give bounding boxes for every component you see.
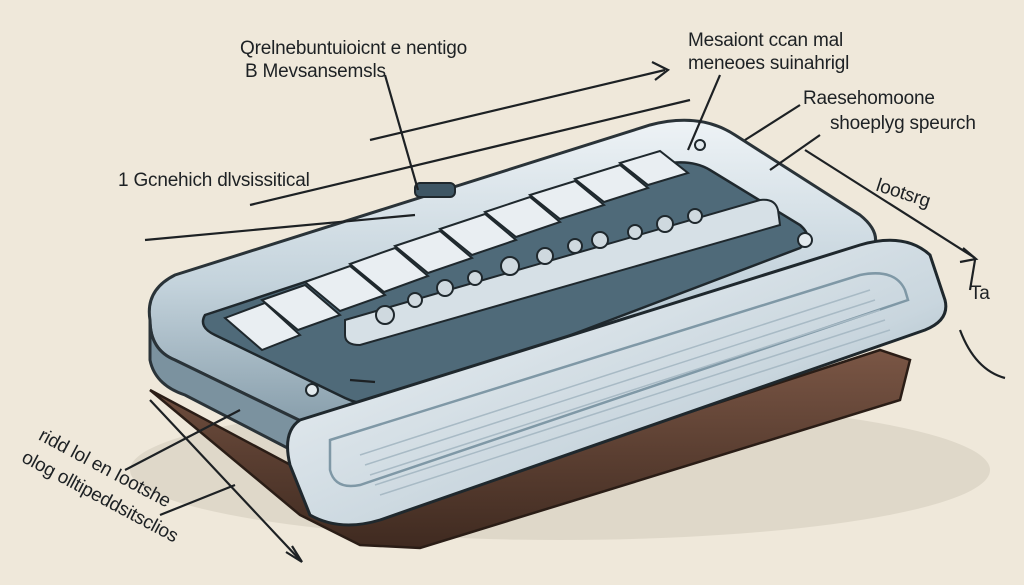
key xyxy=(527,179,607,221)
key xyxy=(482,195,563,239)
key xyxy=(303,264,387,313)
leader-line xyxy=(369,68,666,142)
top-left-label-line2: B Mevsansemsls xyxy=(245,61,386,82)
screw xyxy=(305,383,319,397)
knob xyxy=(407,292,423,308)
leader-line xyxy=(349,378,376,384)
annotation-lines xyxy=(124,61,1006,563)
cover-inner-edge xyxy=(328,272,910,488)
key xyxy=(348,246,430,294)
knob xyxy=(656,215,674,233)
key xyxy=(392,229,474,275)
leader-line xyxy=(686,74,722,151)
screw xyxy=(694,139,706,151)
top-right-label-line1: Mesaiont ccan mal xyxy=(688,30,844,51)
key xyxy=(260,283,342,332)
knob xyxy=(467,270,483,286)
knob xyxy=(567,238,583,254)
cover-texture xyxy=(359,289,891,496)
knob xyxy=(591,231,609,249)
mid-right-label-line1: Raesehomoone xyxy=(803,88,935,109)
knob xyxy=(536,247,554,265)
key xyxy=(572,163,651,204)
leader-line xyxy=(144,213,416,242)
key xyxy=(617,149,691,187)
leader-line xyxy=(383,74,420,191)
key xyxy=(223,301,302,352)
knobs xyxy=(375,208,703,325)
top-right-label-line2: meneoes suinahrigl xyxy=(688,53,850,74)
knob xyxy=(500,256,520,276)
indicator-slot xyxy=(414,182,456,198)
knob xyxy=(687,208,703,224)
screw xyxy=(797,232,813,248)
keys xyxy=(223,149,691,352)
control-rail xyxy=(344,198,782,347)
mid-right-label-line2: shoeplyg speurch xyxy=(830,113,976,134)
arrow-head xyxy=(959,247,979,264)
knob xyxy=(627,224,643,240)
leader-line xyxy=(744,104,801,141)
left-middle-label: 1 Gcnehich dlvsissitical xyxy=(118,170,310,191)
leader-line xyxy=(958,329,1006,380)
key xyxy=(437,212,519,257)
dimension-line xyxy=(804,149,976,259)
knob xyxy=(375,305,395,325)
top-left-label-line1: Qrelnebuntuioicnt e nentigo xyxy=(240,38,467,59)
knob xyxy=(436,279,454,297)
leader-line xyxy=(249,98,691,207)
dimension-line xyxy=(149,399,301,561)
screws xyxy=(305,139,813,397)
arrow-head xyxy=(651,61,671,81)
dimension-tick xyxy=(968,259,977,291)
arrow-head xyxy=(285,545,303,563)
leader-line xyxy=(159,483,236,517)
right-small-label: Ta xyxy=(970,283,990,304)
leader-line xyxy=(124,409,241,471)
leader-line xyxy=(769,134,821,171)
